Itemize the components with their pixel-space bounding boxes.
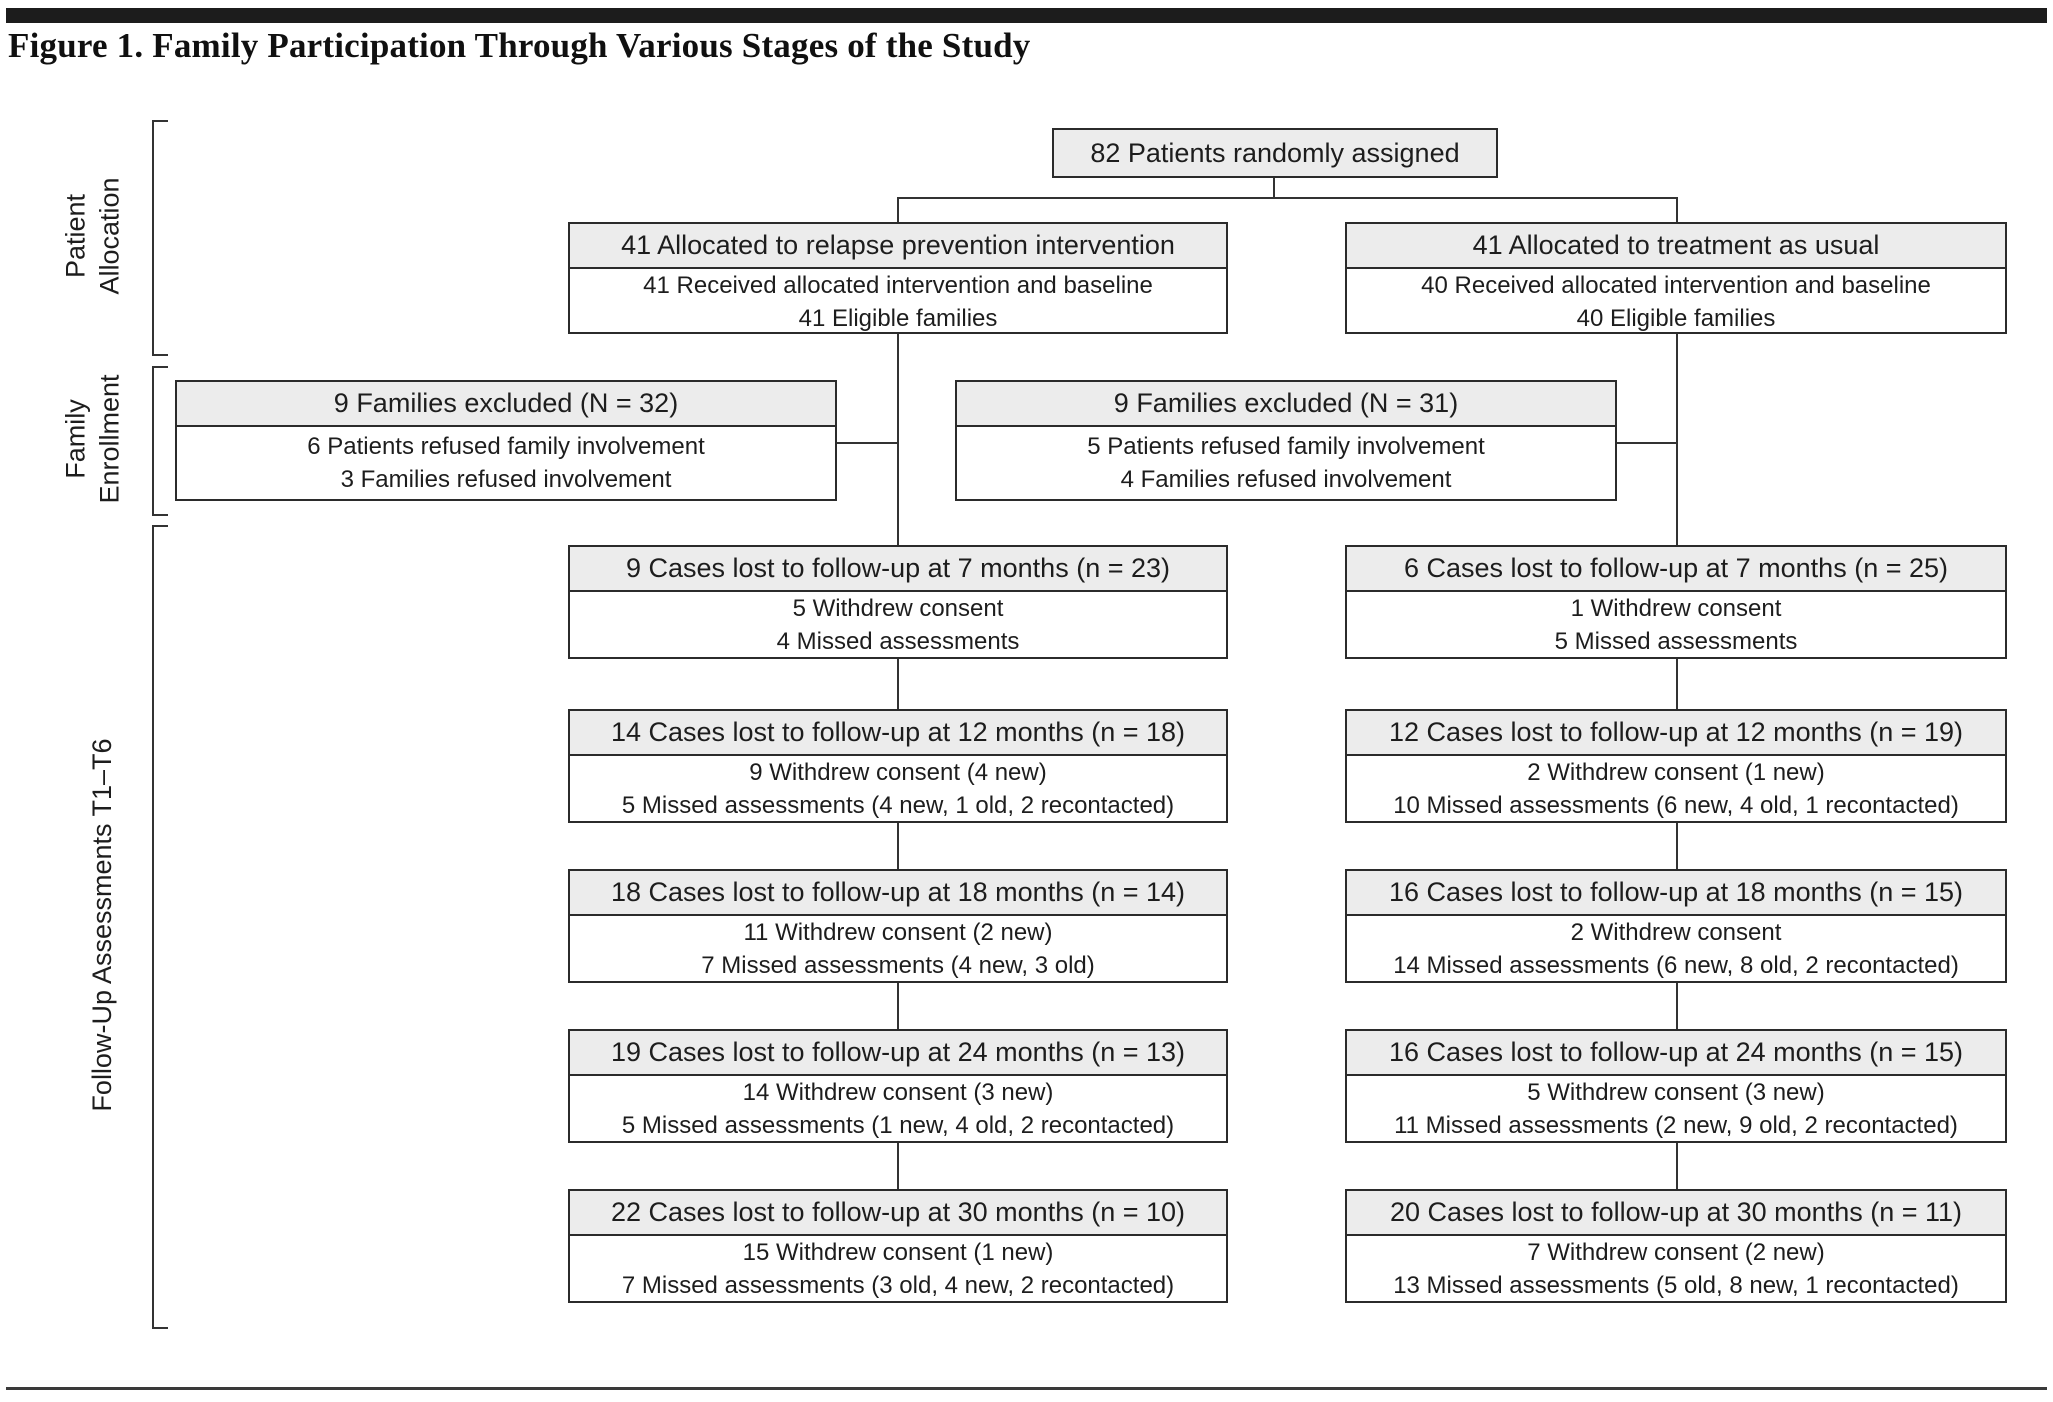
- box-body: 2 Withdrew consent 14 Missed assessments…: [1347, 916, 2005, 982]
- top-rule: [6, 8, 2047, 23]
- box-body: 2 Withdrew consent (1 new) 10 Missed ass…: [1347, 756, 2005, 822]
- box-line: 2 Withdrew consent (1 new): [1527, 759, 1825, 786]
- connector-line: [1273, 178, 1275, 199]
- box-header: 9 Families excluded (N = 31): [957, 382, 1615, 427]
- box-body: 14 Withdrew consent (3 new) 5 Missed ass…: [570, 1076, 1226, 1142]
- connector-line: [897, 658, 899, 710]
- connector-line: [897, 197, 899, 224]
- box-header: 18 Cases lost to follow-up at 18 months …: [570, 871, 1226, 916]
- connector-line: [1676, 332, 1678, 547]
- randomized-patients-box: 82 Patients randomly assigned: [1052, 128, 1498, 178]
- box-header: 12 Cases lost to follow-up at 12 months …: [1347, 711, 2005, 756]
- connector-line: [897, 822, 899, 870]
- box-body: 5 Withdrew consent (3 new) 11 Missed ass…: [1347, 1076, 2005, 1142]
- connector-line: [897, 1142, 899, 1190]
- box-line: 11 Missed assessments (2 new, 9 old, 2 r…: [1394, 1112, 1958, 1140]
- box-line: 41 Eligible families: [798, 305, 998, 333]
- box-line: 13 Missed assessments (5 old, 8 new, 1 r…: [1393, 1272, 1959, 1300]
- stage-bracket-patient-allocation: [152, 120, 168, 356]
- allocation-treatment-as-usual-box: 41 Allocated to treatment as usual 40 Re…: [1345, 222, 2007, 334]
- box-line: 10 Missed assessments (6 new, 4 old, 1 r…: [1393, 792, 1959, 820]
- followup-right-30-months-box: 20 Cases lost to follow-up at 30 months …: [1345, 1189, 2007, 1303]
- box-line: 5 Missed assessments: [1554, 628, 1798, 656]
- box-line: 5 Missed assessments (1 new, 4 old, 2 re…: [621, 1112, 1175, 1140]
- connector-line: [1676, 197, 1678, 224]
- box-header: 22 Cases lost to follow-up at 30 months …: [570, 1191, 1226, 1236]
- connector-line: [1676, 982, 1678, 1030]
- box-line: 5 Withdrew consent: [792, 595, 1004, 622]
- box-header: 14 Cases lost to follow-up at 12 months …: [570, 711, 1226, 756]
- box-line: 6 Patients refused family involvement: [307, 432, 705, 460]
- stage-label-followup-assessments: Follow-Up Assessments T1–T6: [87, 738, 118, 1112]
- box-header: 19 Cases lost to follow-up at 24 months …: [570, 1031, 1226, 1076]
- box-header: 16 Cases lost to follow-up at 18 months …: [1347, 871, 2005, 916]
- families-excluded-right-box: 9 Families excluded (N = 31) 5 Patients …: [955, 380, 1617, 501]
- box-body: 40 Received allocated intervention and b…: [1347, 269, 2005, 335]
- stage-label-family-enrollment: Family Enrollment: [60, 374, 124, 504]
- box-line: 14 Missed assessments (6 new, 8 old, 2 r…: [1393, 952, 1959, 980]
- box-line: 2 Withdrew consent: [1570, 919, 1782, 946]
- box-body: 5 Withdrew consent 4 Missed assessments: [570, 592, 1226, 658]
- box-line: 7 Withdrew consent (2 new): [1527, 1239, 1825, 1266]
- connector-line: [897, 332, 899, 547]
- box-body: 5 Patients refused family involvement 4 …: [957, 427, 1615, 499]
- box-line: 11 Withdrew consent (2 new): [743, 919, 1053, 946]
- followup-right-18-months-box: 16 Cases lost to follow-up at 18 months …: [1345, 869, 2007, 983]
- box-body: 11 Withdrew consent (2 new) 7 Missed ass…: [570, 916, 1226, 982]
- box-body: 1 Withdrew consent 5 Missed assessments: [1347, 592, 2005, 658]
- box-header: 82 Patients randomly assigned: [1054, 130, 1496, 176]
- box-line: 40 Received allocated intervention and b…: [1421, 272, 1931, 299]
- followup-left-7-months-box: 9 Cases lost to follow-up at 7 months (n…: [568, 545, 1228, 659]
- box-body: 9 Withdrew consent (4 new) 5 Missed asse…: [570, 756, 1226, 822]
- box-line: 4 Families refused involvement: [1120, 466, 1452, 493]
- box-line: 15 Withdrew consent (1 new): [742, 1239, 1054, 1266]
- followup-left-12-months-box: 14 Cases lost to follow-up at 12 months …: [568, 709, 1228, 823]
- box-body: 41 Received allocated intervention and b…: [570, 269, 1226, 335]
- box-header: 20 Cases lost to follow-up at 30 months …: [1347, 1191, 2005, 1236]
- box-body: 7 Withdrew consent (2 new) 13 Missed ass…: [1347, 1236, 2005, 1302]
- box-header: 16 Cases lost to follow-up at 24 months …: [1347, 1031, 2005, 1076]
- followup-right-12-months-box: 12 Cases lost to follow-up at 12 months …: [1345, 709, 2007, 823]
- box-line: 41 Received allocated intervention and b…: [643, 272, 1153, 299]
- stage-bracket-family-enrollment: [152, 366, 168, 516]
- connector-line: [897, 982, 899, 1030]
- followup-left-18-months-box: 18 Cases lost to follow-up at 18 months …: [568, 869, 1228, 983]
- box-line: 7 Missed assessments (4 new, 3 old): [701, 952, 1095, 980]
- stage-bracket-followup-assessments: [152, 525, 168, 1329]
- connector-line: [835, 442, 899, 444]
- box-line: 9 Withdrew consent (4 new): [749, 759, 1047, 786]
- followup-left-24-months-box: 19 Cases lost to follow-up at 24 months …: [568, 1029, 1228, 1143]
- box-line: 1 Withdrew consent: [1570, 595, 1782, 622]
- followup-left-30-months-box: 22 Cases lost to follow-up at 30 months …: [568, 1189, 1228, 1303]
- box-header: 6 Cases lost to follow-up at 7 months (n…: [1347, 547, 2005, 592]
- box-line: 7 Missed assessments (3 old, 4 new, 2 re…: [621, 1272, 1175, 1300]
- connector-line: [1676, 822, 1678, 870]
- box-line: 5 Missed assessments (4 new, 1 old, 2 re…: [621, 792, 1175, 820]
- box-header: 41 Allocated to treatment as usual: [1347, 224, 2005, 269]
- connector-line: [1676, 658, 1678, 710]
- box-line: 5 Patients refused family involvement: [1087, 432, 1485, 460]
- allocation-intervention-box: 41 Allocated to relapse prevention inter…: [568, 222, 1228, 334]
- followup-right-24-months-box: 16 Cases lost to follow-up at 24 months …: [1345, 1029, 2007, 1143]
- box-header: 41 Allocated to relapse prevention inter…: [570, 224, 1226, 269]
- stage-label-patient-allocation: Patient Allocation: [60, 177, 124, 295]
- box-line: 4 Missed assessments: [776, 628, 1020, 656]
- followup-right-7-months-box: 6 Cases lost to follow-up at 7 months (n…: [1345, 545, 2007, 659]
- box-line: 14 Withdrew consent (3 new): [742, 1079, 1054, 1106]
- box-line: 40 Eligible families: [1576, 305, 1776, 333]
- box-line: 3 Families refused involvement: [340, 466, 672, 493]
- connector-line: [1615, 442, 1678, 444]
- box-line: 5 Withdrew consent (3 new): [1527, 1079, 1825, 1106]
- box-header: 9 Families excluded (N = 32): [177, 382, 835, 427]
- families-excluded-left-box: 9 Families excluded (N = 32) 6 Patients …: [175, 380, 837, 501]
- box-body: 6 Patients refused family involvement 3 …: [177, 427, 835, 499]
- connector-line: [897, 197, 1678, 199]
- figure-title: Figure 1. Family Participation Through V…: [8, 26, 1031, 65]
- bottom-rule: [6, 1387, 2047, 1390]
- box-body: 15 Withdrew consent (1 new) 7 Missed ass…: [570, 1236, 1226, 1302]
- connector-line: [1676, 1142, 1678, 1190]
- box-header: 9 Cases lost to follow-up at 7 months (n…: [570, 547, 1226, 592]
